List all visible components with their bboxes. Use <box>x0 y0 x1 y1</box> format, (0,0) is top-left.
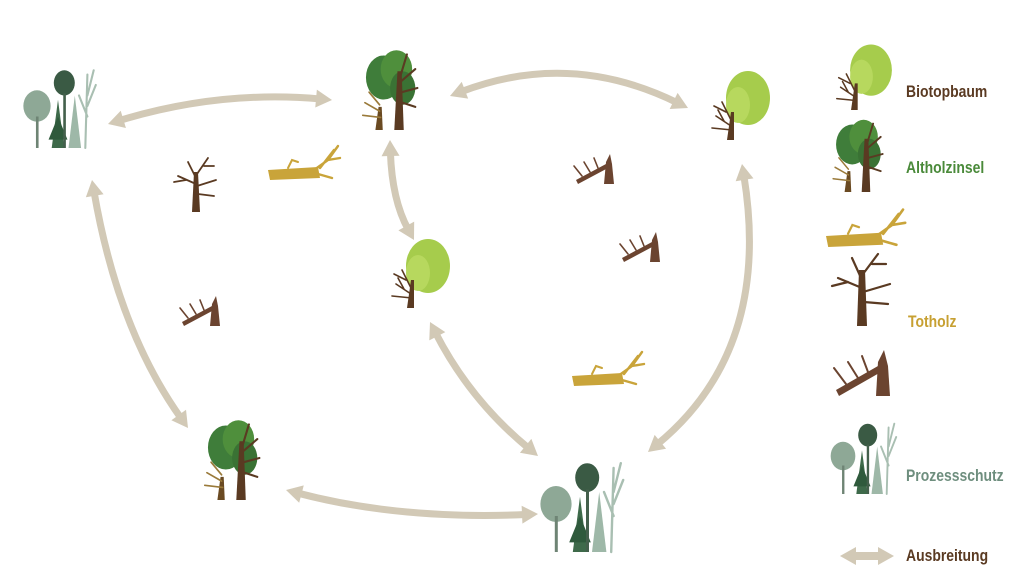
legend-label-totholz: Totholz <box>908 312 957 331</box>
legend-label-biotopbaum: Biotopbaum <box>906 82 988 101</box>
prozessschutz-node-top-left <box>22 69 97 150</box>
broken-tree-icon <box>619 231 661 263</box>
legend-broken-tree-icon <box>833 349 891 397</box>
arrow-topleft-to-top <box>108 89 332 128</box>
prozessschutz-node-bottom <box>539 461 625 554</box>
altholzinsel-node-bottom-left <box>203 419 261 502</box>
arrow-bottomleft-to-bottom <box>286 485 538 524</box>
legend-process-protection-forest-icon <box>829 422 898 495</box>
legend-double-arrow-icon <box>840 547 894 565</box>
arrow-top-to-topright <box>450 69 688 110</box>
arrow-top-to-center <box>381 140 415 240</box>
legend-label-altholzinsel: Altholzinsel <box>906 158 985 177</box>
legend-old-growth-island-icon <box>832 118 884 193</box>
fallen-log-icon <box>570 350 646 388</box>
legend-biotope-tree-icon <box>836 43 893 111</box>
broken-tree-icon <box>573 153 615 185</box>
biotopbaum-node-center <box>391 238 451 309</box>
arrow-center-to-bottom <box>429 322 538 456</box>
legend-label-ausbreitung: Ausbreitung <box>906 546 989 565</box>
fallen-log-icon <box>266 144 342 182</box>
altholzinsel-node-top <box>361 49 419 132</box>
legend-dead-tree-icon <box>830 252 892 328</box>
arrow-topright-to-bottom <box>648 164 754 452</box>
dead-tree-icon <box>173 157 217 213</box>
dispersal-arrows <box>85 69 754 524</box>
legend-fallen-log-icon <box>824 208 907 249</box>
arrow-topleft-to-bottomleft <box>85 180 188 428</box>
biotopbaum-node-top-right <box>711 70 771 141</box>
legend-label-prozessschutz: Prozessschutz <box>906 466 1004 485</box>
broken-tree-icon <box>179 295 221 327</box>
